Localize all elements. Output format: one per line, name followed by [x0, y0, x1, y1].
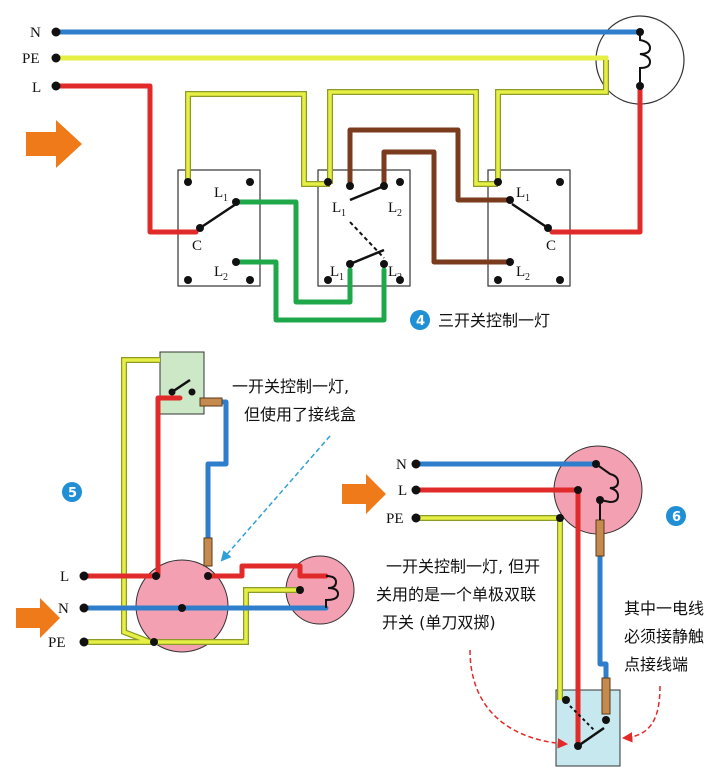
d5-label-l: L [60, 569, 69, 585]
input-arrow-icon [26, 120, 82, 168]
live-wire [53, 83, 199, 235]
d5-switch-connector [199, 397, 223, 407]
d6-note-left-line2: 关用的是一个单极双联 [376, 585, 536, 604]
d6-label-n: N [396, 457, 407, 473]
d5-switched-live [207, 563, 329, 579]
d6-note-right-line3: 点接线端 [624, 655, 688, 674]
d5-note-line2: 但使用了接线盒 [244, 405, 356, 424]
svg-text:1: 1 [525, 193, 530, 204]
d5-lamp-coil-icon [325, 575, 340, 608]
traveler-brown-2 [381, 149, 513, 265]
d5-input-arrow-icon [16, 598, 60, 638]
left-switch-lever [199, 202, 237, 230]
right-switch-lever [511, 202, 549, 230]
d5-earth-wire [84, 358, 160, 644]
middle-switch-bl-label: L [330, 264, 339, 280]
d5-label-n: N [58, 601, 69, 617]
d4-label-l: L [32, 80, 41, 96]
diagram4-caption: 三开关控制一灯 [438, 311, 550, 330]
svg-text:2: 2 [525, 272, 530, 283]
d6-label-pe: PE [386, 511, 404, 527]
d5-live-wire [81, 395, 183, 579]
middle-switch-lever-1 [349, 184, 385, 202]
middle-switch-box [317, 169, 411, 287]
live-to-lamp [549, 83, 643, 235]
right-switch-box [487, 169, 571, 287]
d6-note-right-line2: 必须接静触 [624, 627, 704, 646]
svg-text:1: 1 [341, 208, 346, 219]
middle-switch-lever-2 [349, 248, 385, 266]
d6-note-left-line1: 一开关控制一灯, 但开 [386, 557, 540, 576]
diagram-double-throw: N L PE 一开关控制一灯, 但开 关用的是一个单极双联 开关 (单刀双掷) … [342, 445, 704, 767]
earth-drops [185, 60, 609, 187]
d6-note-left-line3: 开关 (单刀双掷) [382, 613, 496, 632]
badge-6 [666, 506, 686, 526]
left-switch-bottom-label: L [214, 264, 223, 280]
d5-label-pe: PE [48, 635, 66, 651]
middle-switch-br-label: L [388, 264, 397, 280]
svg-text:1: 1 [339, 272, 344, 283]
d6-right-pointer [621, 685, 661, 743]
right-switch-common-label: C [546, 238, 556, 254]
d6-label-l: L [398, 483, 407, 499]
d5-connector [203, 537, 213, 567]
svg-text:6: 6 [672, 510, 681, 525]
middle-switch-dashed [349, 221, 385, 259]
d6-bottom-connector [601, 677, 611, 715]
d5-note-line1: 一开关控制一灯, [232, 377, 349, 396]
d4-label-n: N [30, 25, 41, 41]
svg-text:2: 2 [397, 272, 402, 283]
d6-switch-lever [577, 726, 605, 748]
badge-4 [410, 310, 430, 330]
traveler-green-2 [233, 259, 387, 323]
d6-note-right-line1: 其中一电线 [624, 599, 704, 618]
svg-text:5: 5 [68, 486, 77, 501]
lamp-coil-icon [639, 32, 652, 86]
d6-input-arrow-icon [342, 474, 386, 514]
svg-text:2: 2 [223, 272, 228, 283]
left-switch-common-label: C [192, 238, 202, 254]
svg-text:2: 2 [397, 208, 402, 219]
d6-earth-wire [416, 516, 562, 700]
svg-text:1: 1 [223, 193, 228, 204]
left-switch-top-label: L [214, 185, 223, 201]
right-switch-top-label: L [516, 185, 525, 201]
left-switch-box [177, 169, 261, 287]
svg-text:4: 4 [416, 314, 425, 329]
d5-note-pointer [220, 435, 331, 562]
traveler-brown-1 [347, 127, 513, 203]
switch-terminals [51, 27, 564, 284]
right-switch-bottom-label: L [516, 264, 525, 280]
diagram-three-switch: N PE L L 1 C L 2 L 1 L 2 L 1 L 2 L 1 C L… [22, 15, 685, 330]
middle-switch-tl-label: L [332, 200, 341, 216]
d6-top-connector [595, 519, 605, 557]
middle-switch-tr-label: L [388, 200, 397, 216]
d6-left-pointer [469, 649, 569, 749]
d6-lamp-coil-icon [595, 463, 620, 504]
diagram-junction-box: L N PE 一开关控制一灯, 但使用了接线盒 5 [16, 351, 356, 653]
d5-switch-return [205, 399, 229, 543]
traveler-green-1 [233, 199, 353, 305]
badge-5 [62, 482, 82, 502]
d4-label-pe: PE [22, 51, 40, 67]
d5-switch-box [159, 351, 205, 415]
